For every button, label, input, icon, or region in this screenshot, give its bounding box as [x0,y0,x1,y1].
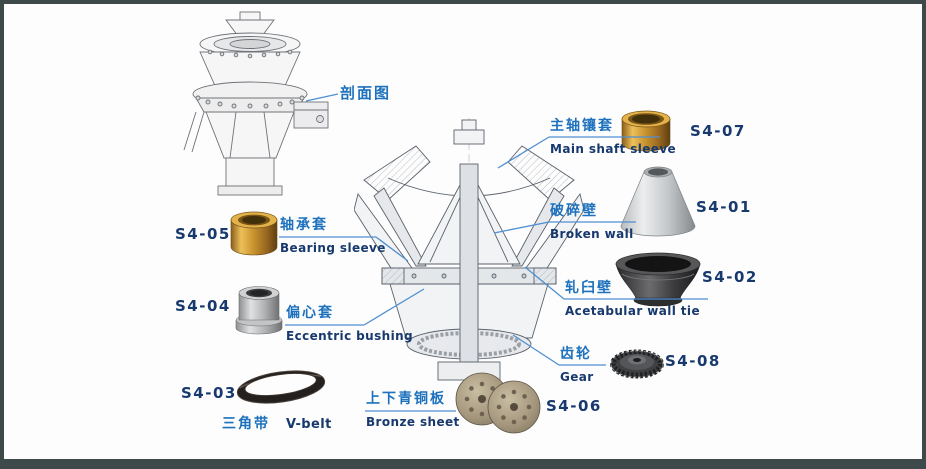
label-bronze-sheet: 上下青铜板 Bronze sheet [366,391,460,430]
part-image-main-shaft-sleeve [619,108,673,158]
code-s4-03: S4-03 [181,384,237,402]
part-image-gear [608,338,666,388]
section-view-label: 剖面图 [340,84,392,102]
label-v-belt-cn: 三角带 [222,416,270,432]
label-broken-wall-cn: 破碎壁 [550,203,598,219]
code-s4-05: S4-05 [175,225,231,243]
label-v-belt-en: V-belt [286,417,332,432]
label-bronze-sheet-en: Bronze sheet [366,414,460,429]
part-image-acetabular-wall-bowl [612,250,704,314]
label-gear-cn: 齿轮 [560,346,592,362]
label-main-shaft-sleeve: 主轴镶套 Main shaft sleeve [550,118,676,157]
machine-section-drawing [162,10,340,206]
crusher-cutaway-drawing [353,116,585,405]
code-s4-02: S4-02 [702,268,758,286]
part-image-eccentric-bushing [232,280,286,340]
label-eccentric-bushing-cn: 偏心套 [286,305,334,321]
label-bronze-sheet-cn: 上下青铜板 [366,391,446,407]
label-v-belt: 三角带 V-belt [222,411,332,434]
label-acetabular-wall-en: Acetabular wall tie [565,303,700,318]
label-eccentric-bushing-en: Eccentric bushing [286,328,414,343]
code-s4-06: S4-06 [546,397,602,415]
code-s4-07: S4-07 [690,122,746,140]
label-main-shaft-sleeve-en: Main shaft sleeve [550,141,677,156]
label-bearing-sleeve-cn: 轴承套 [280,217,328,233]
label-bearing-sleeve: 轴承套 Bearing sleeve [280,217,386,256]
part-image-v-belt [234,366,328,412]
part-image-bronze-sheets [452,372,546,438]
label-eccentric-bushing: 偏心套 Eccentric bushing [286,305,413,344]
label-acetabular-wall: 轧臼壁 Acetabular wall tie [565,280,700,319]
code-s4-01: S4-01 [696,198,752,216]
label-bearing-sleeve-en: Bearing sleeve [280,240,386,255]
part-image-bearing-sleeve [228,208,280,262]
label-gear-en: Gear [560,369,594,384]
part-image-broken-wall-cone [616,162,698,246]
code-s4-08: S4-08 [665,352,721,370]
label-broken-wall-en: Broken wall [550,226,634,241]
code-s4-04: S4-04 [175,297,231,315]
label-main-shaft-sleeve-cn: 主轴镶套 [550,118,614,134]
label-acetabular-wall-cn: 轧臼壁 [565,280,613,296]
label-gear: 齿轮 Gear [560,346,594,385]
label-broken-wall: 破碎壁 Broken wall [550,203,634,242]
